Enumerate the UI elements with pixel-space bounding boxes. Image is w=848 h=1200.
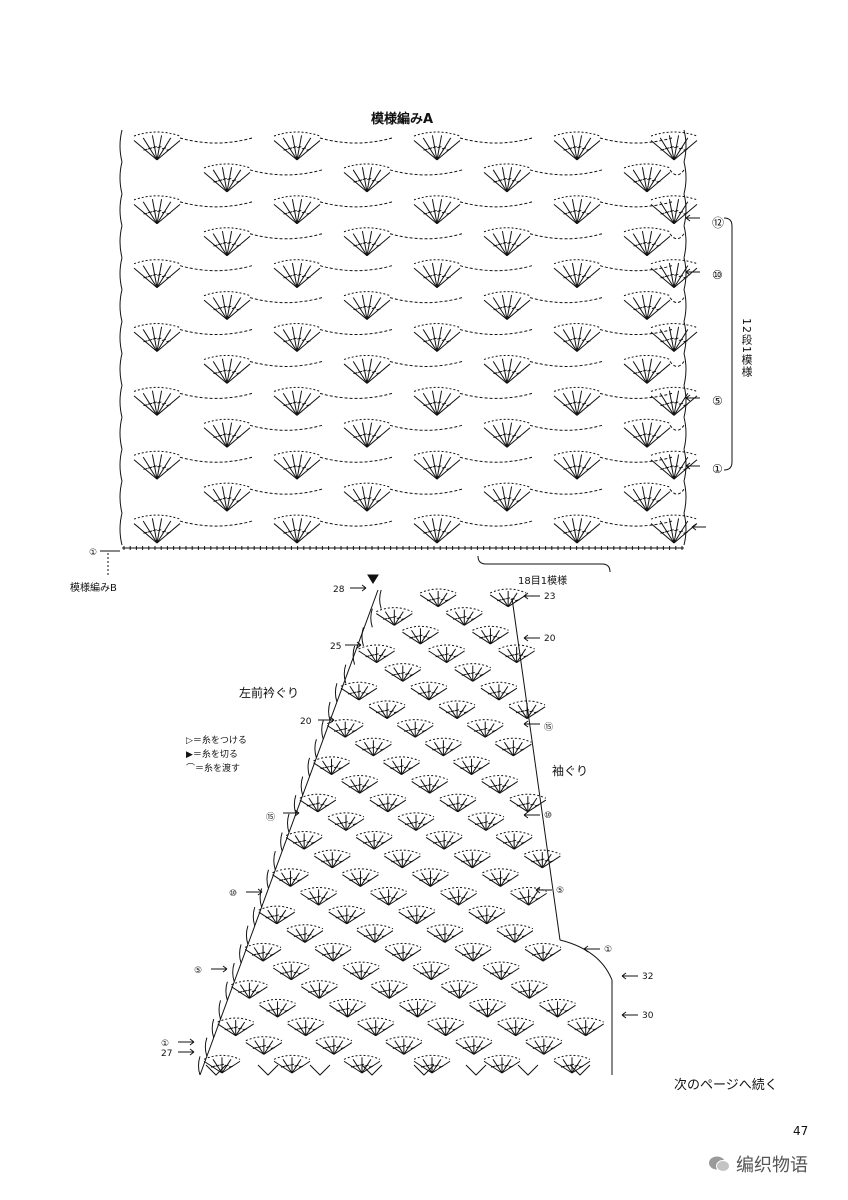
right-row-32: 32 [642,972,654,982]
pattern-a-title: 模様編みA [371,112,434,127]
symbol-legend: ▷＝糸をつける ▶＝糸を切る ⌒＝糸を渡す [186,732,247,774]
continue-note: 次のページへ続く [674,1078,778,1093]
right-row-1: ① [604,945,613,955]
row-marker-5: ⑤ [712,394,723,408]
right-row-10: ⑩ [544,811,553,821]
legend-cut: ▶＝糸を切る [186,749,238,760]
left-row-1: ① [161,1039,170,1049]
watermark: 编织物语 [708,1151,808,1177]
legend-attach: ▷＝糸をつける [186,735,247,746]
row-marker-10: ⑩ [712,268,723,282]
page-number: 47 [793,1124,809,1138]
left-row-28: 28 [333,585,345,595]
watermark-text: 编织物语 [736,1155,808,1176]
right-row-5: ⑤ [556,886,565,896]
repeat-stitches-label: 18目1模様 [518,576,568,587]
left-row-25: 25 [330,642,342,652]
left-row-15: ⑮ [266,813,276,823]
left-row-10: ⑩ [229,889,238,899]
row-marker-12: ⑫ [712,216,725,230]
row-marker-1: ① [712,462,723,476]
repeat-rows-label: 12段1模様 [740,318,753,378]
wechat-icon [708,1155,730,1173]
left-row-5: ⑤ [194,966,203,976]
armhole-label: 袖ぐり [552,764,589,778]
right-row-15: ⑮ [544,723,554,733]
pattern-b-label: 模様編みB [70,583,117,594]
right-row-23: 23 [544,592,556,602]
left-row-27: 27 [161,1049,173,1059]
neckline-label: 左前衿ぐり [239,686,300,700]
right-row-30: 30 [642,1011,654,1021]
left-row-20: 20 [300,717,312,727]
legend-pass: ⌒＝糸を渡す [186,763,241,774]
right-row-20: 20 [544,634,556,644]
start-row-marker: ① [89,548,98,558]
